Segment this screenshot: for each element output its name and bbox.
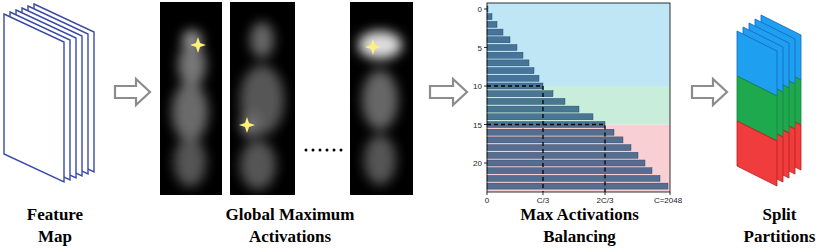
stage-block: Global Maximum Activations [155, 0, 425, 252]
balancing-chart-part-part [487, 125, 605, 193]
balancing-chart-part [487, 6, 668, 189]
axis-tick-label: C=2048 [654, 196, 682, 205]
text-stack: Global Maximum Activations [155, 204, 425, 248]
ellipsis-dots [305, 149, 343, 152]
balancing-chart-part-part [487, 183, 668, 189]
balancing-chart-part-part [487, 137, 623, 143]
ellipsis-dots-part [312, 149, 315, 152]
balancing-chart-part [487, 3, 670, 86]
balancing-chart-part-part [484, 47, 487, 48]
activation-heatmap-part [358, 31, 402, 185]
ellipsis-dots-part [340, 149, 343, 152]
balancing-chart-part [484, 9, 670, 195]
activation-heatmap-part-part [178, 43, 206, 87]
axis-tick-label: 0 [485, 196, 489, 205]
activation-heatmap-part-part [240, 65, 284, 135]
balancing-chart-part-part [487, 45, 517, 51]
balancing-chart-part-part [487, 29, 503, 35]
balancing-chart-part-part [487, 75, 539, 81]
balancing-chart-part-part [487, 106, 579, 112]
feature-map-stack [4, 4, 94, 182]
axis-tick-label: 5 [478, 43, 482, 52]
balancing-chart-part-part [670, 192, 671, 195]
balancing-chart-part [487, 86, 605, 192]
ellipsis-dots-part [333, 149, 336, 152]
activation-heatmap-part-part [174, 137, 206, 187]
stage-caption: Feature Map [15, 204, 95, 248]
stage-caption: Split Partitions [739, 204, 821, 248]
activation-heatmap-part-part [364, 135, 396, 185]
stage-block: Feature Map [0, 0, 110, 252]
balancing-chart-part-part [484, 163, 487, 164]
activation-heatmap-part [239, 117, 255, 133]
activation-heatmap-part-part [358, 31, 402, 59]
text-stack: Feature Map [0, 204, 110, 248]
activation-heatmap-part-part [362, 70, 398, 130]
feature-map-stack-part [4, 14, 64, 182]
activation-heatmap-part [240, 22, 284, 190]
balancing-chart-part-part [487, 145, 631, 151]
stage-caption: Global Maximum Activations [215, 204, 365, 248]
balancing-chart-part-part [484, 9, 487, 10]
activation-heatmap-part-part [172, 82, 208, 142]
activation-heatmap-part [350, 2, 413, 195]
activation-heatmap-part-part [240, 140, 276, 190]
text-stack: Max Activations Balancing [472, 204, 687, 248]
activation-heatmap-part [230, 2, 295, 195]
activation-heatmap-part [172, 30, 208, 187]
balancing-chart-part-part [605, 192, 606, 195]
balancing-chart-part-part [487, 160, 645, 166]
activation-heatmap [350, 2, 413, 195]
ellipsis-dots-part [319, 149, 322, 152]
activation-heatmap [230, 2, 295, 195]
balancing-chart-part-part [487, 60, 529, 66]
balancing-chart-part-part [487, 86, 543, 192]
balancing-chart-part-part [487, 168, 652, 174]
balancing-chart-part-part [484, 124, 487, 125]
text-stack: Split Partitions [732, 204, 827, 248]
balancing-chart-part-part [487, 37, 510, 43]
split-partition-stack [737, 15, 801, 186]
flow-arrow [692, 79, 727, 105]
activation-heatmap-part [365, 39, 381, 55]
balancing-chart-part-part [487, 52, 523, 58]
flow-arrow [115, 79, 150, 105]
balancing-chart-part-part [487, 129, 614, 135]
activation-heatmap [160, 2, 222, 195]
balancing-chart-part-part [487, 114, 593, 120]
balancing-chart-part-part [487, 175, 660, 181]
ellipsis-dots-part [326, 149, 329, 152]
split-partition-stack-part [737, 121, 777, 186]
axis-tick-label: 20 [473, 159, 482, 168]
balancing-chart-part-part [487, 21, 497, 27]
activation-heatmap-part [160, 2, 222, 195]
stage-block: Max Activations Balancing [472, 0, 687, 252]
activation-heatmap-part [190, 37, 206, 53]
balancing-chart-part [487, 3, 670, 192]
axis-tick-label: 15 [473, 120, 482, 129]
axis-tick-label: 2C/3 [597, 196, 614, 205]
stage-block: Split Partitions [732, 0, 827, 252]
balancing-chart-part [487, 125, 670, 193]
balancing-chart [484, 3, 670, 195]
balancing-chart-part-part [484, 86, 487, 87]
balancing-chart-part-part [487, 68, 534, 74]
axis-tick-label: 10 [473, 82, 482, 91]
balancing-chart-part-part [543, 192, 544, 195]
activation-heatmap-part-part [240, 113, 260, 137]
balancing-chart-part-part [487, 152, 638, 158]
balancing-chart-part-part [487, 192, 488, 195]
activation-heatmap-part-part [250, 22, 274, 58]
balancing-chart-part-part [487, 98, 565, 104]
axis-tick-label: C/3 [537, 196, 549, 205]
flow-arrow [430, 79, 467, 105]
axis-tick-label: 0 [478, 5, 482, 14]
balancing-chart-part-part [487, 14, 492, 20]
balancing-chart-part [487, 86, 670, 125]
ellipsis-dots-part [305, 149, 308, 152]
stage-caption: Max Activations Balancing [510, 204, 650, 248]
